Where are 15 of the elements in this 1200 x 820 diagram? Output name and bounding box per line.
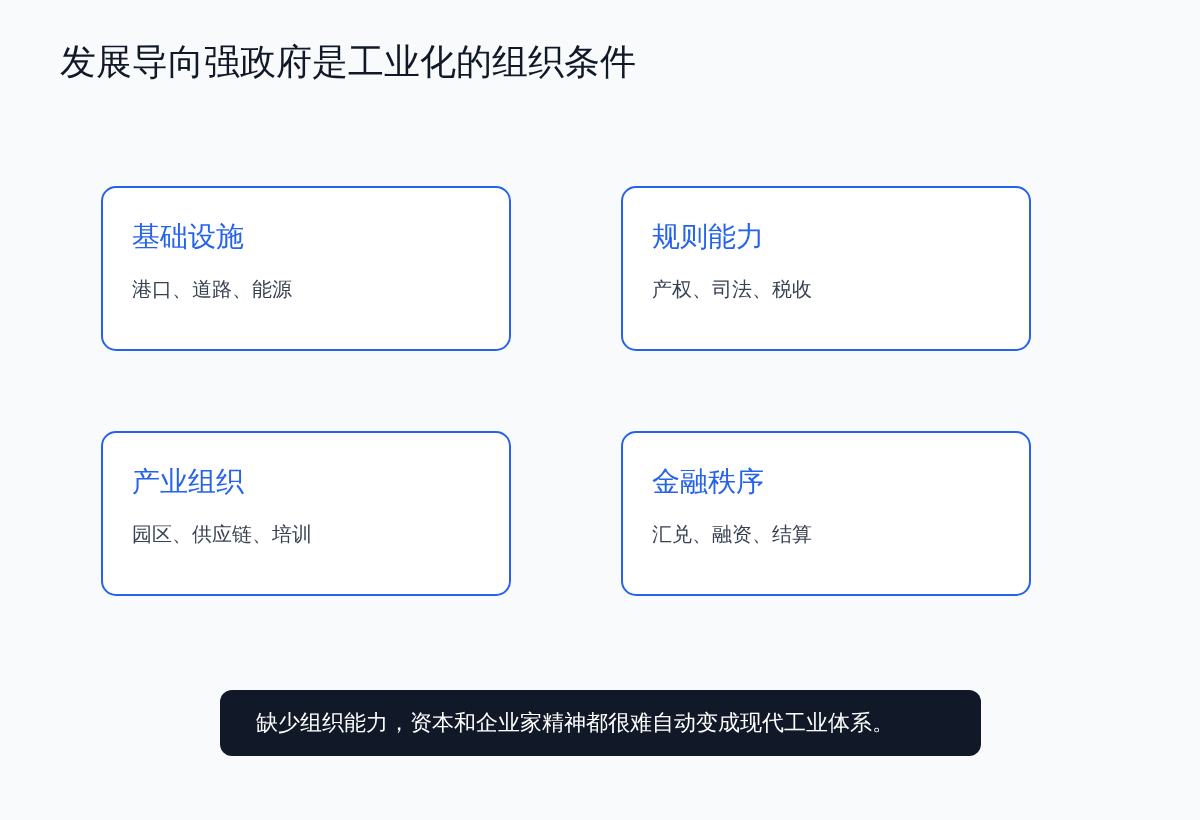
card-heading: 规则能力 — [652, 219, 764, 255]
card-heading: 产业组织 — [132, 464, 244, 500]
card-box — [101, 186, 511, 351]
card-box — [621, 431, 1031, 596]
note-banner — [220, 690, 981, 756]
card-box — [621, 186, 1031, 351]
card-text: 汇兑、融资、结算 — [652, 521, 812, 548]
card-text: 产权、司法、税收 — [652, 276, 812, 303]
card-heading: 金融秩序 — [652, 464, 764, 500]
card-heading: 基础设施 — [132, 219, 244, 255]
note-text: 缺少组织能力，资本和企业家精神都很难自动变成现代工业体系。 — [256, 709, 895, 737]
card-text: 港口、道路、能源 — [132, 276, 292, 303]
card-box — [101, 431, 511, 596]
card-text: 园区、供应链、培训 — [132, 521, 312, 548]
page-title: 发展导向强政府是工业化的组织条件 — [60, 40, 636, 84]
